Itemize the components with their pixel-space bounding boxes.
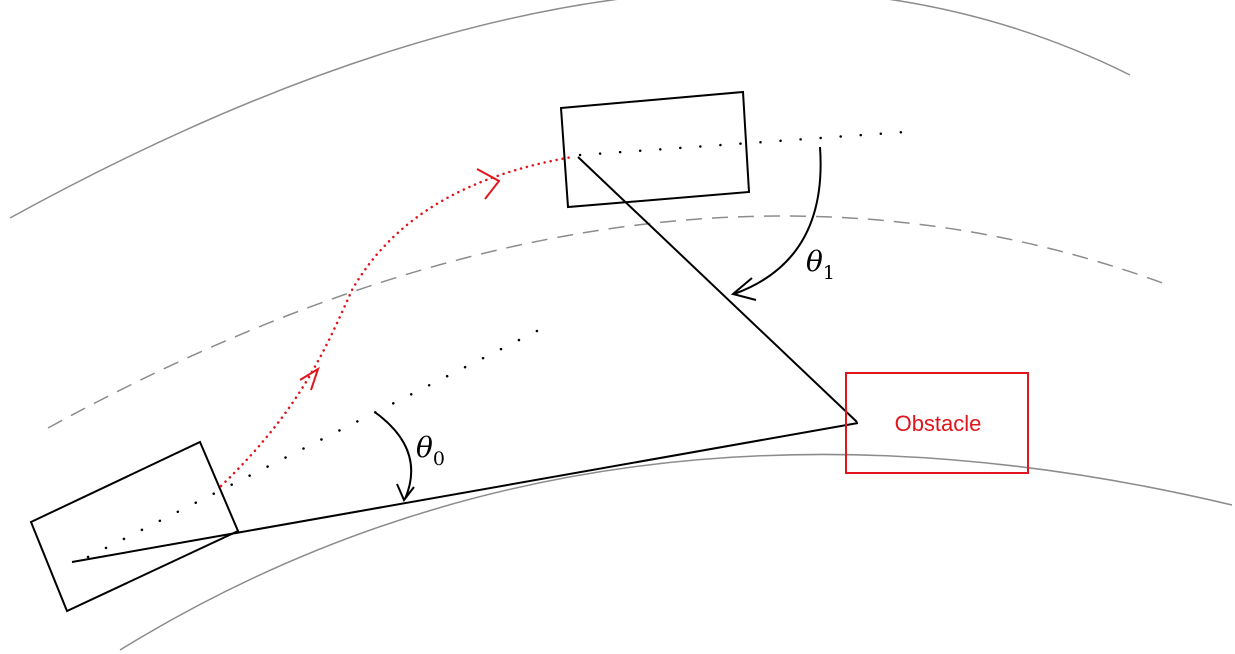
path-arrowhead-upper	[476, 168, 501, 200]
theta1-arrowhead	[730, 277, 757, 301]
vehicle-start-heading-line	[86, 325, 547, 559]
obstacle-box	[845, 372, 1029, 474]
theta0-label: θ0	[416, 431, 445, 470]
vehicle-end	[559, 90, 751, 209]
theta1-label: θ1	[806, 245, 835, 284]
start-sight-line	[71, 422, 859, 563]
road-edge-inner	[119, 453, 1233, 651]
theta0-arc	[375, 412, 413, 500]
end-sight-line	[577, 156, 858, 423]
road-edge-outer	[9, 0, 1131, 219]
lane-change-path	[219, 155, 574, 488]
lane-center-line	[47, 215, 1169, 429]
vehicle-end-heading-line	[578, 130, 907, 157]
vehicle-start	[29, 440, 240, 613]
obstacle-label: Obstacle	[895, 411, 982, 436]
theta0-arrowhead	[396, 483, 415, 502]
theta1-arc	[733, 146, 822, 295]
path-arrowhead-lower	[299, 366, 320, 391]
